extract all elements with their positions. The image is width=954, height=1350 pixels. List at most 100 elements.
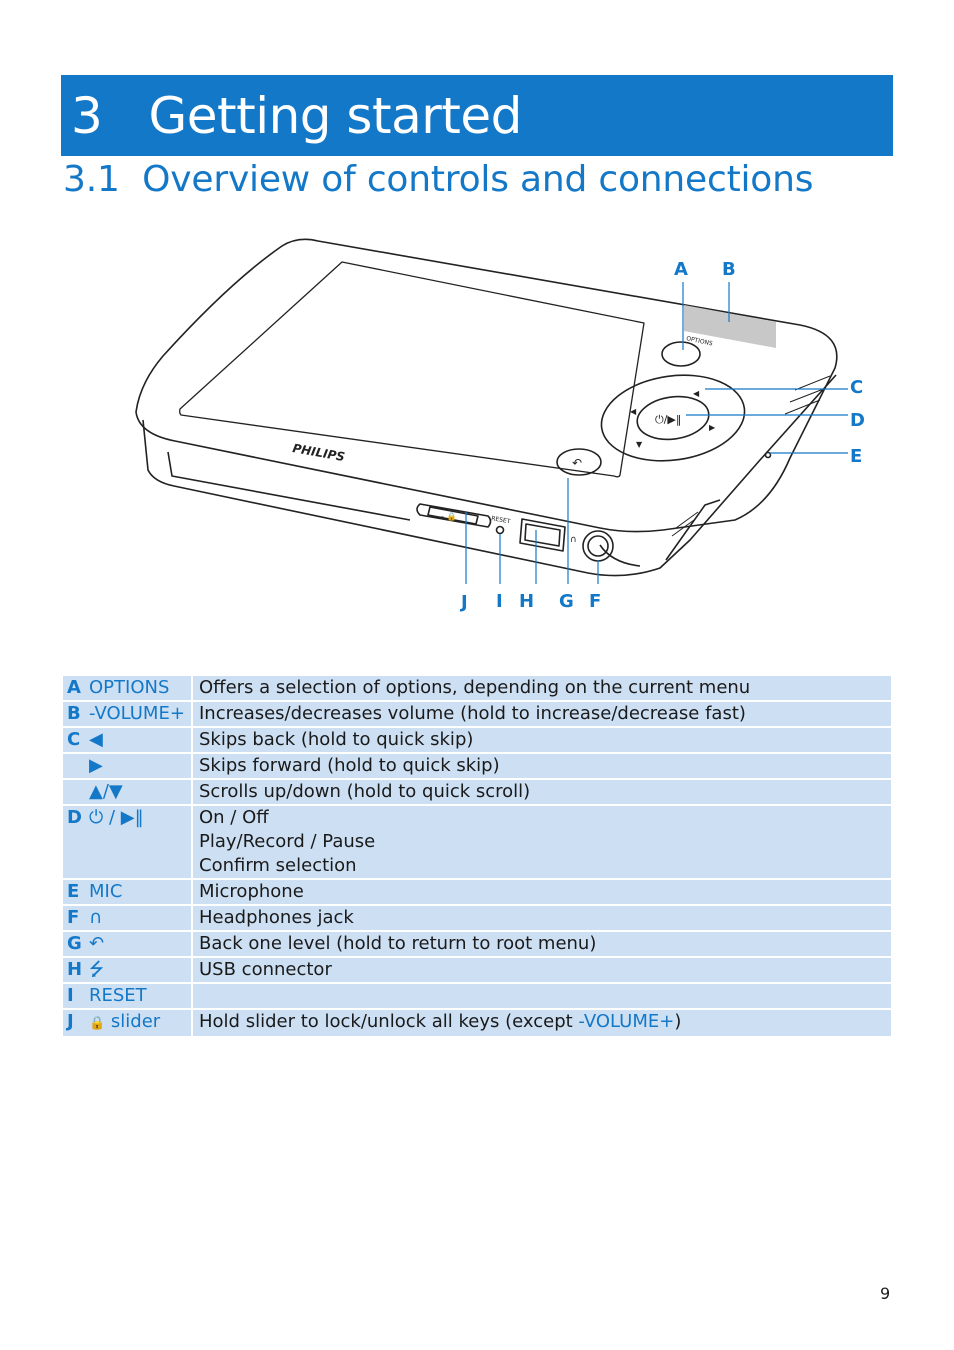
row-letter: D xyxy=(67,807,82,828)
description-cell: Microphone xyxy=(191,878,893,906)
description-line: Headphones jack xyxy=(199,907,354,928)
key-label: OPTIONS xyxy=(89,677,170,698)
table-row: ▲/▼ Scrolls up/down (hold to quick scrol… xyxy=(61,778,893,806)
row-letter: F xyxy=(67,907,80,928)
description-cell xyxy=(191,982,893,1010)
table-row: ▶ Skips forward (hold to quick skip) xyxy=(61,752,893,780)
description-cell: Scrolls up/down (hold to quick scroll) xyxy=(191,778,893,806)
row-letter: H xyxy=(67,959,83,980)
description-line: USB connector xyxy=(199,959,332,980)
key-cell: G↶ xyxy=(61,930,193,958)
slider-lock-glyph: – 🔒 xyxy=(440,512,457,521)
description-line: Scrolls up/down (hold to quick scroll) xyxy=(199,781,531,802)
key-cell: J 🔒 slider xyxy=(61,1008,193,1038)
table-row: I RESET xyxy=(61,982,893,1010)
mic-hole xyxy=(764,451,772,459)
description-cell: Headphones jack xyxy=(191,904,893,932)
table-row: B -VOLUME+ Increases/decreases volume (ho… xyxy=(61,700,893,728)
back-button xyxy=(556,448,602,476)
description-line: Offers a selection of options, depending… xyxy=(199,677,751,698)
right-triangle-icon: ▶ xyxy=(89,755,103,776)
description-line: Increases/decreases volume (hold to incr… xyxy=(199,703,746,724)
center-button xyxy=(636,395,710,441)
callout-a: A xyxy=(674,259,688,280)
reset-hole xyxy=(495,525,505,535)
back-button-symbol: ↶ xyxy=(572,456,582,470)
nav-down-arrow: ▼ xyxy=(636,440,643,449)
back-arrow-icon: ↶ xyxy=(89,933,105,954)
description-cell: Skips forward (hold to quick skip) xyxy=(191,752,893,780)
row-letter: A xyxy=(67,677,81,698)
key-cell: H⭍ xyxy=(61,956,193,984)
nav-up-arrow: ◀ xyxy=(693,389,700,398)
key-cell: B -VOLUME+ xyxy=(61,700,193,728)
screen xyxy=(179,261,645,478)
key-label: -VOLUME+ xyxy=(89,703,185,724)
section-title-text: Overview of controls and connections xyxy=(142,159,814,200)
description-line: Confirm selection xyxy=(199,855,357,876)
inline-volume-key: -VOLUME+ xyxy=(578,1011,675,1032)
key-label: MIC xyxy=(89,881,123,902)
description-line: On / Off xyxy=(199,807,269,828)
device-figure: OPTIONS ⏻/▶‖ ◀ ◀ ▶ ▼ ↶ PHILIPS – 🔒 RESET… xyxy=(135,238,865,613)
key-cell: A OPTIONS xyxy=(61,674,193,702)
headphone-port-glyph: ∩ xyxy=(570,535,577,545)
chapter-title: Getting started xyxy=(148,87,523,145)
description-cell: Hold slider to lock/unlock all keys (exc… xyxy=(191,1008,893,1038)
lock-slider xyxy=(416,503,492,528)
table-row: D ⏻ / ▶‖ On / Off Play/Record / Pause Con… xyxy=(61,804,893,880)
chapter-heading: 3 Getting started xyxy=(71,87,522,145)
row-letter: C xyxy=(67,729,81,750)
callout-c: C xyxy=(850,377,863,398)
key-cell: ▶ xyxy=(61,752,193,780)
table-row: C◀ Skips back (hold to quick skip) xyxy=(61,726,893,754)
description-suffix: ) xyxy=(674,1011,682,1032)
options-button-label: OPTIONS xyxy=(686,335,714,347)
lock-icon: 🔒 xyxy=(89,1016,106,1031)
key-cell: ▲/▼ xyxy=(61,778,193,806)
key-cell: D ⏻ / ▶‖ xyxy=(61,804,193,880)
description-line: Microphone xyxy=(199,881,304,902)
key-cell: I RESET xyxy=(61,982,193,1010)
device-body xyxy=(135,238,838,533)
power-play-pause-icon: ⏻ / ▶‖ xyxy=(89,807,144,828)
nav-right-arrow: ▶ xyxy=(709,423,716,432)
description-line: Play/Record / Pause xyxy=(199,831,376,852)
description-line: Skips forward (hold to quick skip) xyxy=(199,755,500,776)
nav-left-arrow: ◀ xyxy=(630,407,637,416)
description-line: Hold slider to lock/unlock all keys (exc… xyxy=(199,1011,579,1032)
page-number: 9 xyxy=(880,1284,891,1303)
table-row: F ∩ Headphones jack xyxy=(61,904,893,932)
row-letter: B xyxy=(67,703,81,724)
left-triangle-icon: ◀ xyxy=(89,729,103,750)
up-down-triangle-icon: ▲/▼ xyxy=(89,781,123,802)
callout-d: D xyxy=(850,410,865,431)
chapter-banner: 3 Getting started xyxy=(61,75,893,156)
headphones-icon: ∩ xyxy=(89,907,103,928)
usb-icon: ⭍ xyxy=(89,959,104,980)
callout-i: I xyxy=(496,591,503,612)
description-cell: USB connector xyxy=(191,956,893,984)
chapter-number: 3 xyxy=(71,87,103,145)
table-row: G↶ Back one level (hold to return to roo… xyxy=(61,930,893,958)
callout-h: H xyxy=(519,591,534,612)
reset-label: RESET xyxy=(491,515,511,525)
row-letter: I xyxy=(67,985,74,1006)
key-cell: C◀ xyxy=(61,726,193,754)
device-side xyxy=(142,374,837,577)
table-row: A OPTIONS Offers a selection of options, … xyxy=(61,674,893,702)
row-letter: G xyxy=(67,933,82,954)
row-letter: J xyxy=(67,1011,74,1032)
key-label: slider xyxy=(110,1011,161,1032)
brand-logo: PHILIPS xyxy=(291,441,345,464)
table-row: J 🔒 slider Hold slider to lock/unlock all… xyxy=(61,1008,893,1038)
controls-table: A OPTIONS Offers a selection of options, … xyxy=(61,674,893,1038)
callout-b: B xyxy=(722,259,736,280)
description-line: Back one level (hold to return to root m… xyxy=(199,933,597,954)
description-cell: On / Off Play/Record / Pause Confirm sel… xyxy=(191,804,893,880)
description-cell: Back one level (hold to return to root m… xyxy=(191,930,893,958)
options-button xyxy=(661,341,701,367)
key-label: RESET xyxy=(89,985,147,1006)
